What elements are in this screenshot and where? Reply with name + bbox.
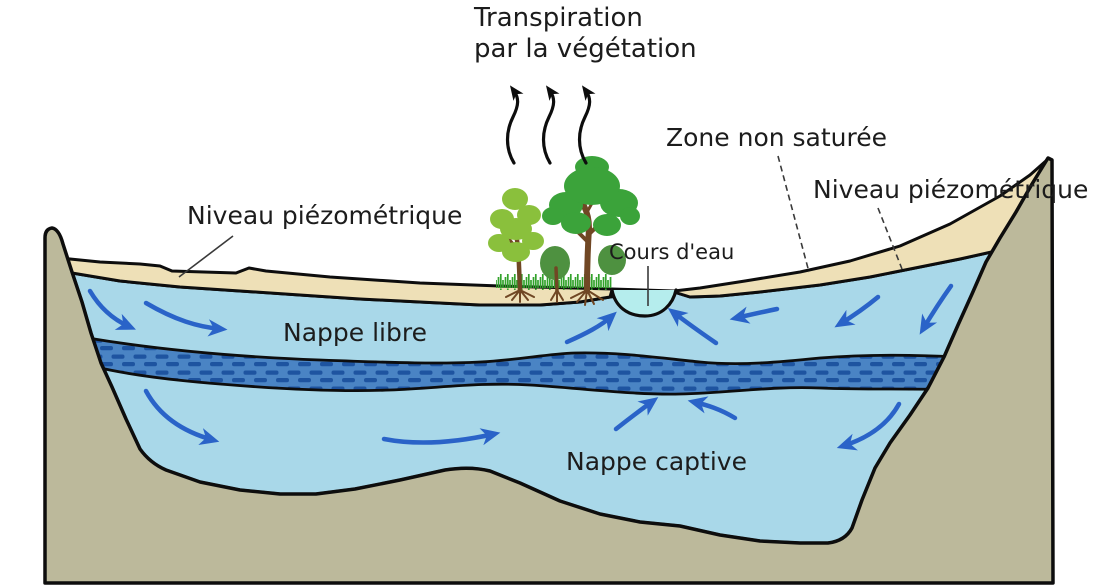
flow-arrows [87, 283, 954, 451]
flow-arrow-icon [919, 283, 954, 335]
transpiration-arrow-icon [541, 85, 560, 165]
label-cours-d-eau: Cours d'eau [609, 240, 734, 264]
transpiration-arrow-icon [505, 85, 524, 165]
flow-arrow-icon [729, 306, 780, 324]
tree-light [488, 188, 544, 294]
transpiration-arrow-icon [577, 85, 596, 165]
transpiration-arrows [505, 85, 596, 165]
flow-arrow-icon [836, 401, 902, 451]
flow-arrow-icon [564, 311, 617, 345]
label-transpiration-line2: par la végétation [474, 34, 697, 64]
flow-arrow-icon [87, 288, 136, 330]
label-niveau-piezometrique-left: Niveau piézométrique [187, 201, 462, 230]
bedrock [43, 156, 1055, 585]
label-zone-non-saturee: Zone non saturée [666, 123, 887, 152]
stream-water [612, 290, 676, 316]
flow-arrow-icon [143, 300, 228, 337]
flow-arrow-icon [834, 294, 881, 328]
leader-niveau-left [178, 235, 234, 278]
flow-arrow-icon [667, 308, 719, 346]
leader-zone-non-saturee [777, 155, 810, 273]
leader-niveau-right [877, 207, 903, 270]
vegetation [488, 156, 640, 294]
flow-arrow-icon [687, 396, 738, 421]
flow-arrow-icon [381, 428, 501, 446]
labels: Transpiration par la végétation Zone non… [187, 3, 1088, 476]
grass [496, 274, 612, 290]
flow-arrow-icon [613, 397, 659, 432]
flow-arrow-icon [143, 388, 220, 445]
leader-lines [178, 155, 903, 306]
label-nappe-captive: Nappe captive [566, 447, 747, 476]
tree-dark [542, 156, 640, 294]
bushes [540, 245, 626, 293]
label-niveau-piezometrique-right: Niveau piézométrique [813, 175, 1088, 204]
label-transpiration-line1: Transpiration [473, 3, 643, 33]
stream-bank-outline [610, 288, 678, 318]
label-nappe-libre: Nappe libre [283, 318, 427, 347]
